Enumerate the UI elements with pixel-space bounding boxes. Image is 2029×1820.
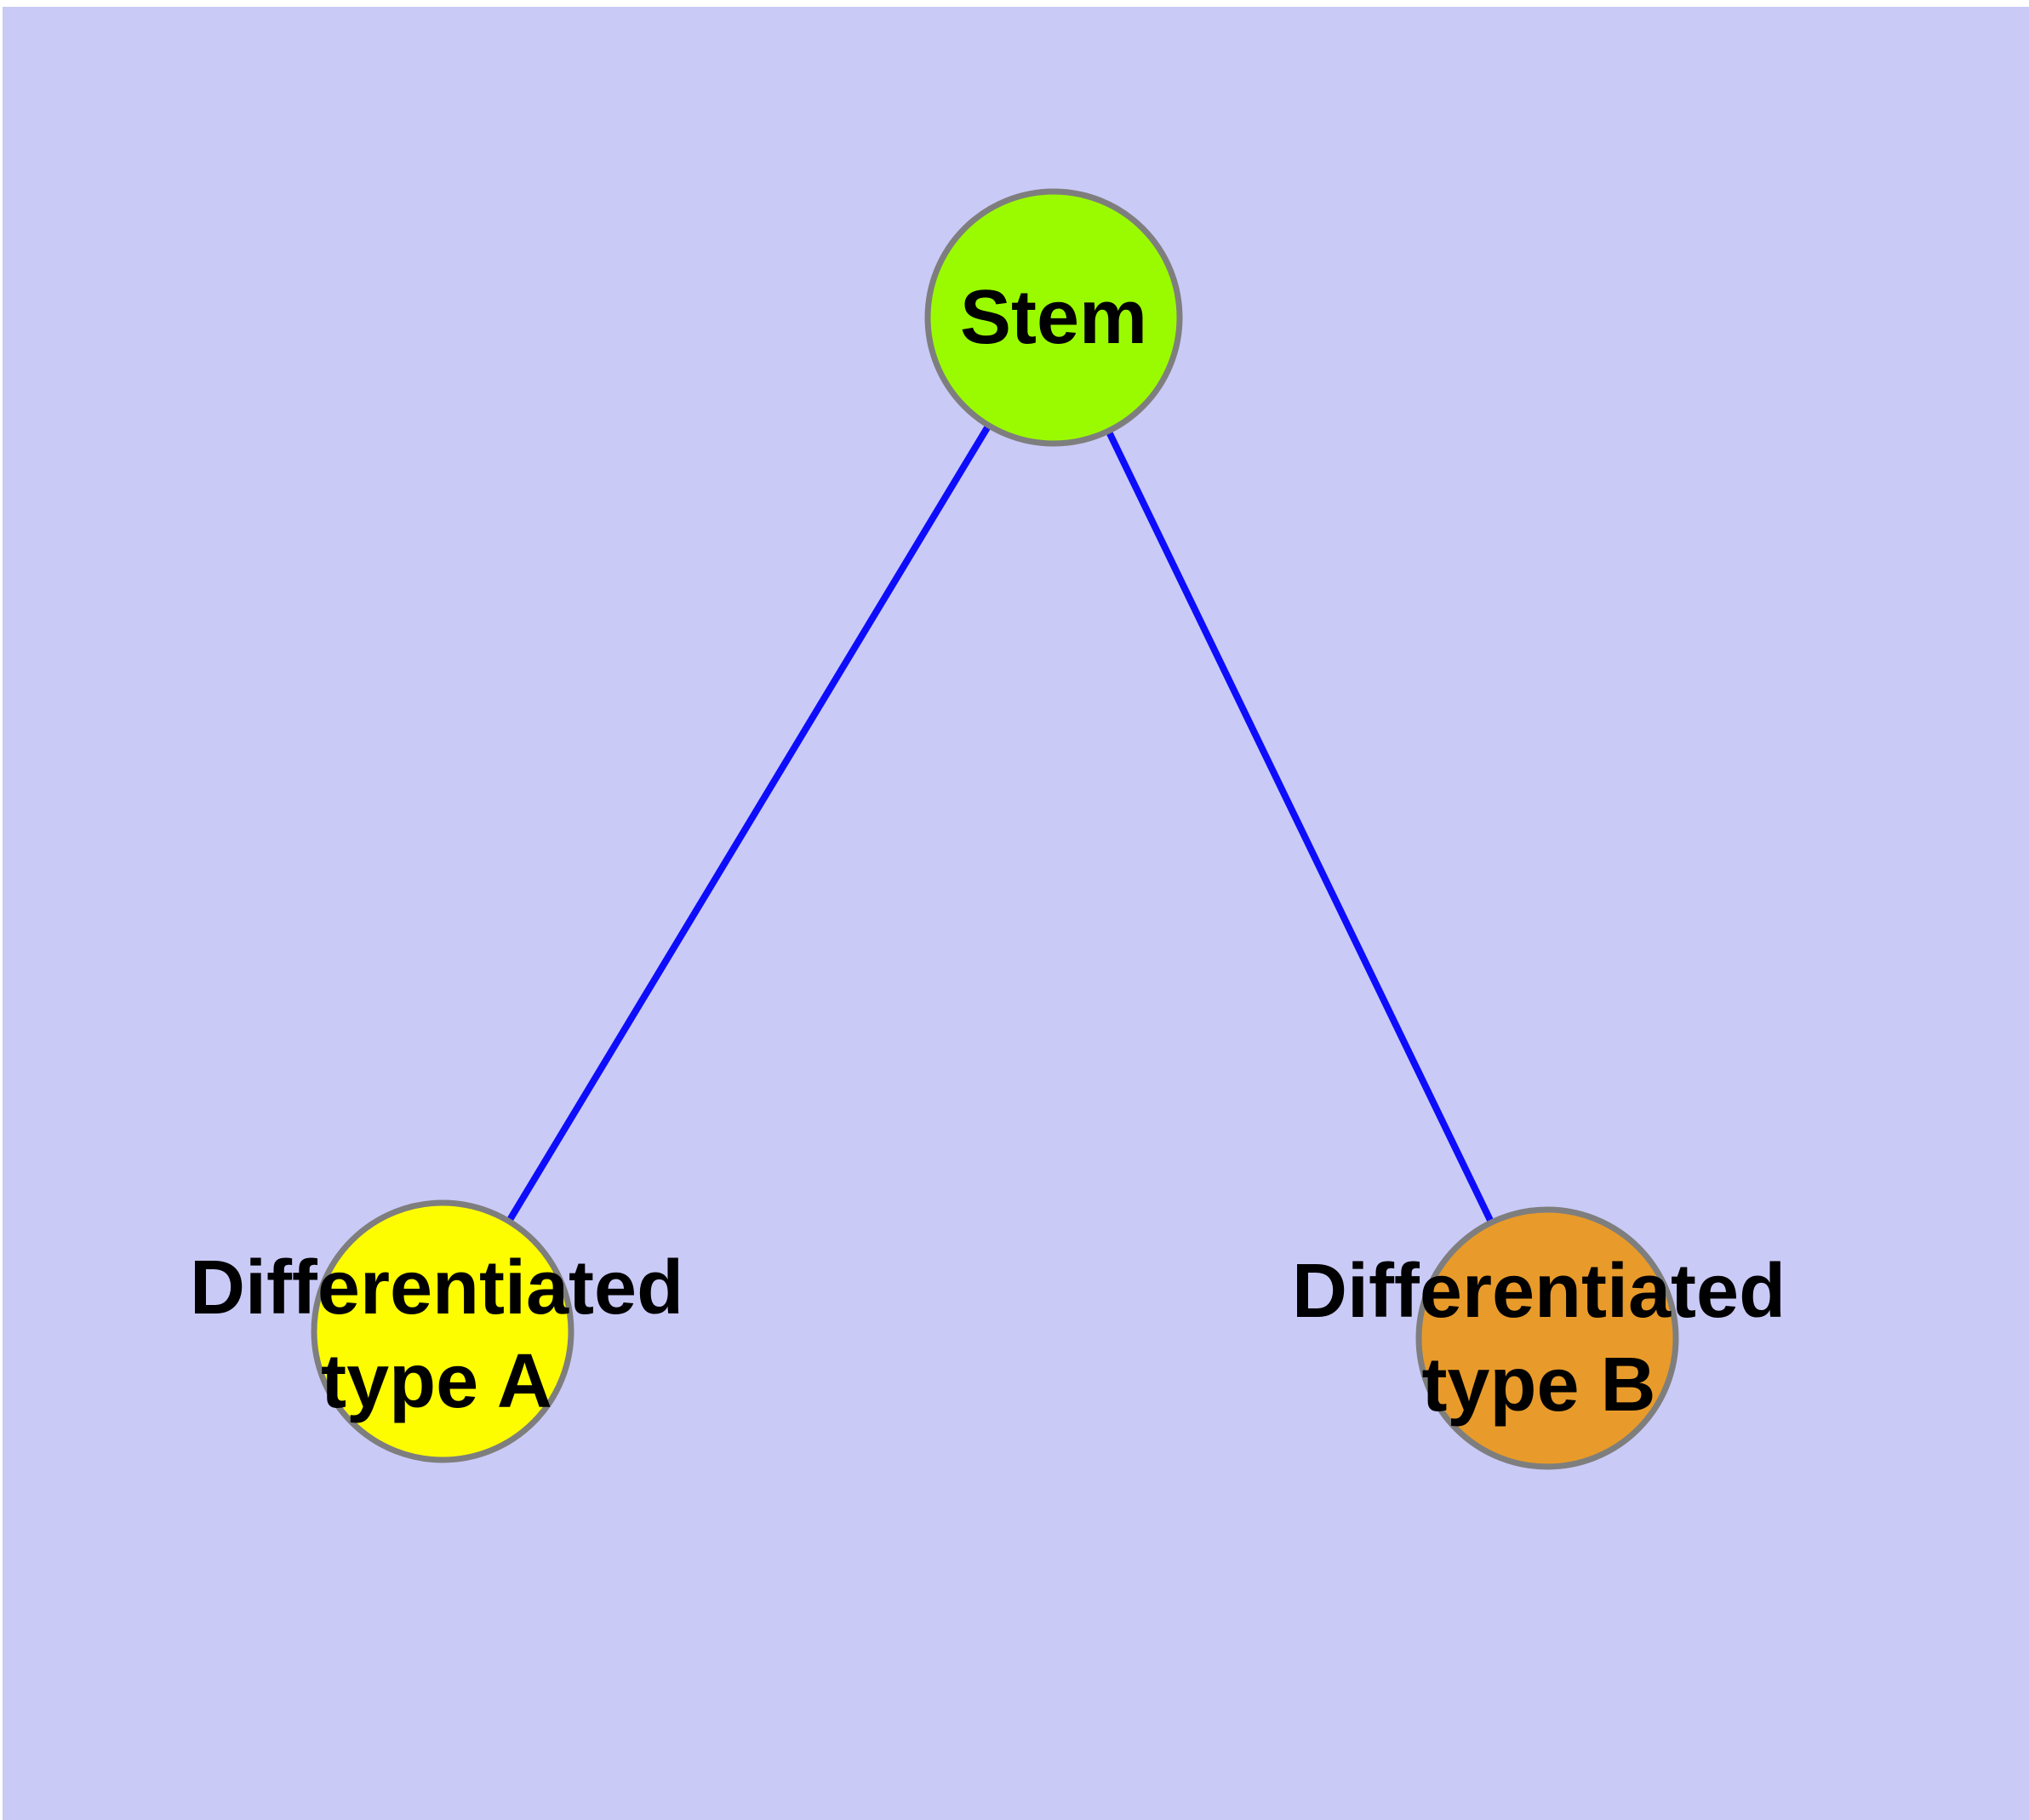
node-label-stem: Stem xyxy=(960,271,1147,364)
node-label-differentiated-type-b: Differentiated type B xyxy=(1292,1245,1786,1432)
edge-stem-to-type-b xyxy=(1050,316,1551,1340)
node-differentiated-type-a xyxy=(311,1199,574,1463)
node-label-differentiated-type-a: Differentiated type A xyxy=(190,1241,683,1428)
node-label-type-a-line1: Differentiated xyxy=(189,1245,684,1331)
node-label-type-a-line2: type A xyxy=(321,1339,552,1424)
node-label-type-b-line1: Differentiated xyxy=(1291,1249,1786,1334)
node-label-type-b-line2: type B xyxy=(1421,1342,1656,1428)
node-stem xyxy=(924,188,1183,447)
node-differentiated-type-b xyxy=(1415,1206,1679,1470)
node-label-stem-text: Stem xyxy=(959,275,1148,360)
edge-stem-to-type-a xyxy=(439,315,1057,1334)
